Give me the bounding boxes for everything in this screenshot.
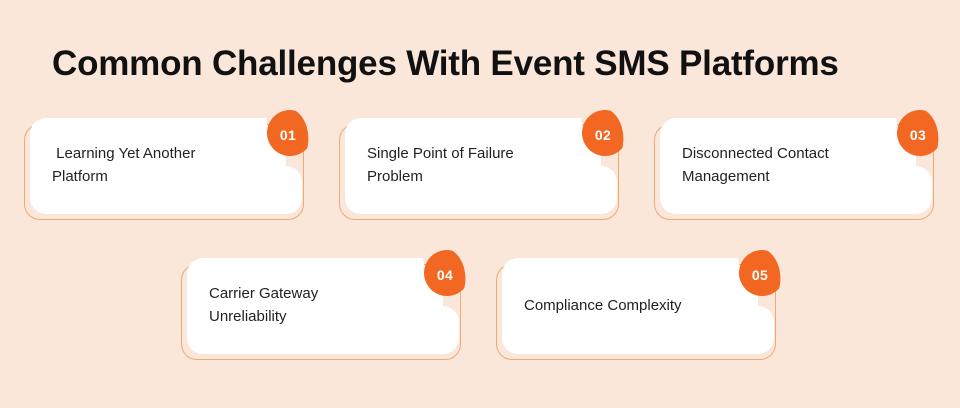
page-title: Common Challenges With Event SMS Platfor…: [52, 44, 839, 83]
card-text: Compliance Complexity: [524, 258, 708, 354]
card-text: Learning Yet Another Platform: [52, 118, 236, 214]
card-text: Carrier Gateway Unreliability: [209, 258, 393, 354]
card-number-badge: 03: [897, 110, 939, 156]
card-number-label: 01: [279, 127, 297, 143]
card-text-line: Management: [682, 168, 770, 185]
card-panel: [502, 258, 782, 354]
card-number-badge: 01: [267, 110, 309, 156]
card-number-label: 05: [751, 267, 769, 283]
card-number-badge: 02: [582, 110, 624, 156]
challenge-card-02[interactable]: 02 Single Point of Failure Problem: [339, 110, 625, 220]
card-text-line: Carrier Gateway: [209, 285, 319, 303]
challenge-card-01[interactable]: 01 Learning Yet Another Platform: [24, 110, 310, 220]
card-text-line: Learning Yet Another: [52, 145, 196, 163]
card-panel: [345, 118, 625, 214]
card-number-label: 02: [594, 127, 612, 143]
challenge-card-03[interactable]: 03 Disconnected Contact Management: [654, 110, 940, 220]
card-text-line: Problem: [367, 168, 423, 185]
card-panel: [187, 258, 467, 354]
card-number-badge: 04: [424, 250, 466, 296]
card-panel: [660, 118, 940, 214]
card-text-line: Single Point of Failure: [367, 145, 514, 163]
challenge-card-04[interactable]: 04 Carrier Gateway Unreliability: [181, 250, 467, 360]
card-text: Single Point of Failure Problem: [367, 118, 551, 214]
card-text-line: Disconnected Contact: [682, 145, 829, 163]
card-number-label: 04: [436, 267, 454, 283]
card-text-line: Unreliability: [209, 308, 287, 325]
challenge-card-05[interactable]: 05 Compliance Complexity: [496, 250, 782, 360]
card-number-badge: 05: [739, 250, 781, 296]
card-number-label: 03: [909, 127, 927, 143]
card-text: Disconnected Contact Management: [682, 118, 866, 214]
card-panel: [30, 118, 310, 214]
card-text-line: Platform: [52, 168, 108, 185]
card-text-line: Compliance Complexity: [524, 296, 682, 314]
